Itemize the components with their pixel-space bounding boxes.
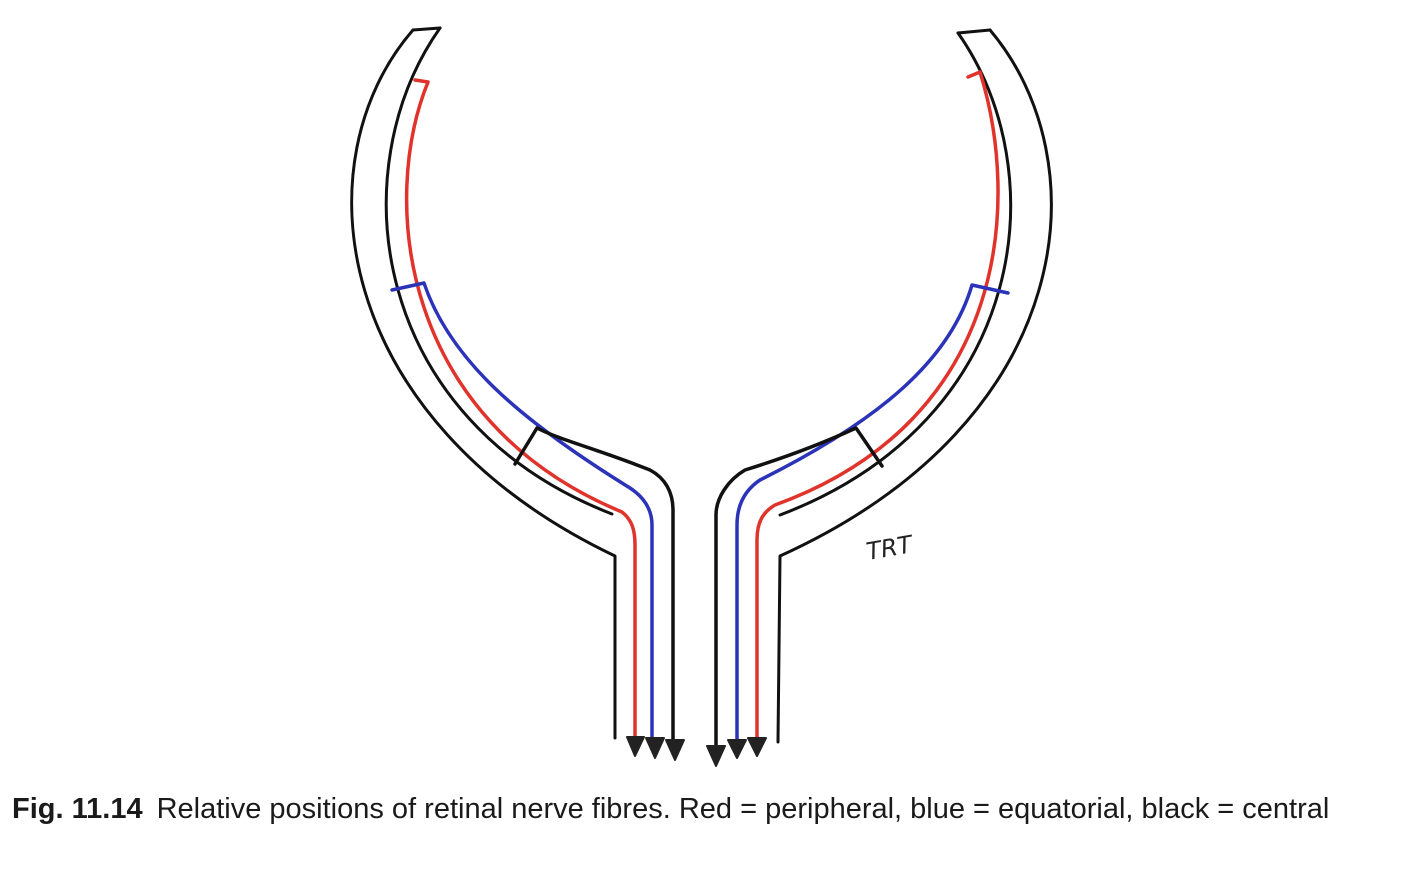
left-peripheral-fibre bbox=[404, 78, 637, 740]
caption-text: Relative positions of retinal nerve fibr… bbox=[156, 793, 1330, 825]
left-central-arrowhead bbox=[665, 739, 685, 761]
left-equatorial-fibre bbox=[390, 281, 654, 742]
right-wall-cap bbox=[956, 28, 992, 35]
retinal-nerve-fibre-diagram: TRT bbox=[350, 26, 1053, 767]
left-peripheral-arrowhead bbox=[626, 736, 645, 757]
left-central-fibre bbox=[513, 426, 675, 744]
artist-signature: TRT bbox=[864, 530, 916, 566]
figure-caption: Fig. 11.14 Relative positions of retinal … bbox=[12, 790, 1402, 828]
left-equatorial-arrowhead bbox=[645, 737, 665, 759]
left-outer-wall bbox=[350, 28, 617, 740]
right-inner-wall bbox=[778, 31, 1013, 517]
right-central-fibre bbox=[714, 426, 884, 750]
right-central-arrowhead bbox=[706, 745, 726, 767]
figure-label: Fig. 11.14 bbox=[12, 793, 143, 825]
right-outer-wall bbox=[776, 28, 1053, 744]
right-peripheral-arrowhead bbox=[747, 737, 767, 757]
right-equatorial-arrowhead bbox=[727, 739, 747, 759]
left-wall-cap bbox=[411, 26, 442, 32]
right-peripheral-fibre bbox=[755, 70, 1000, 742]
